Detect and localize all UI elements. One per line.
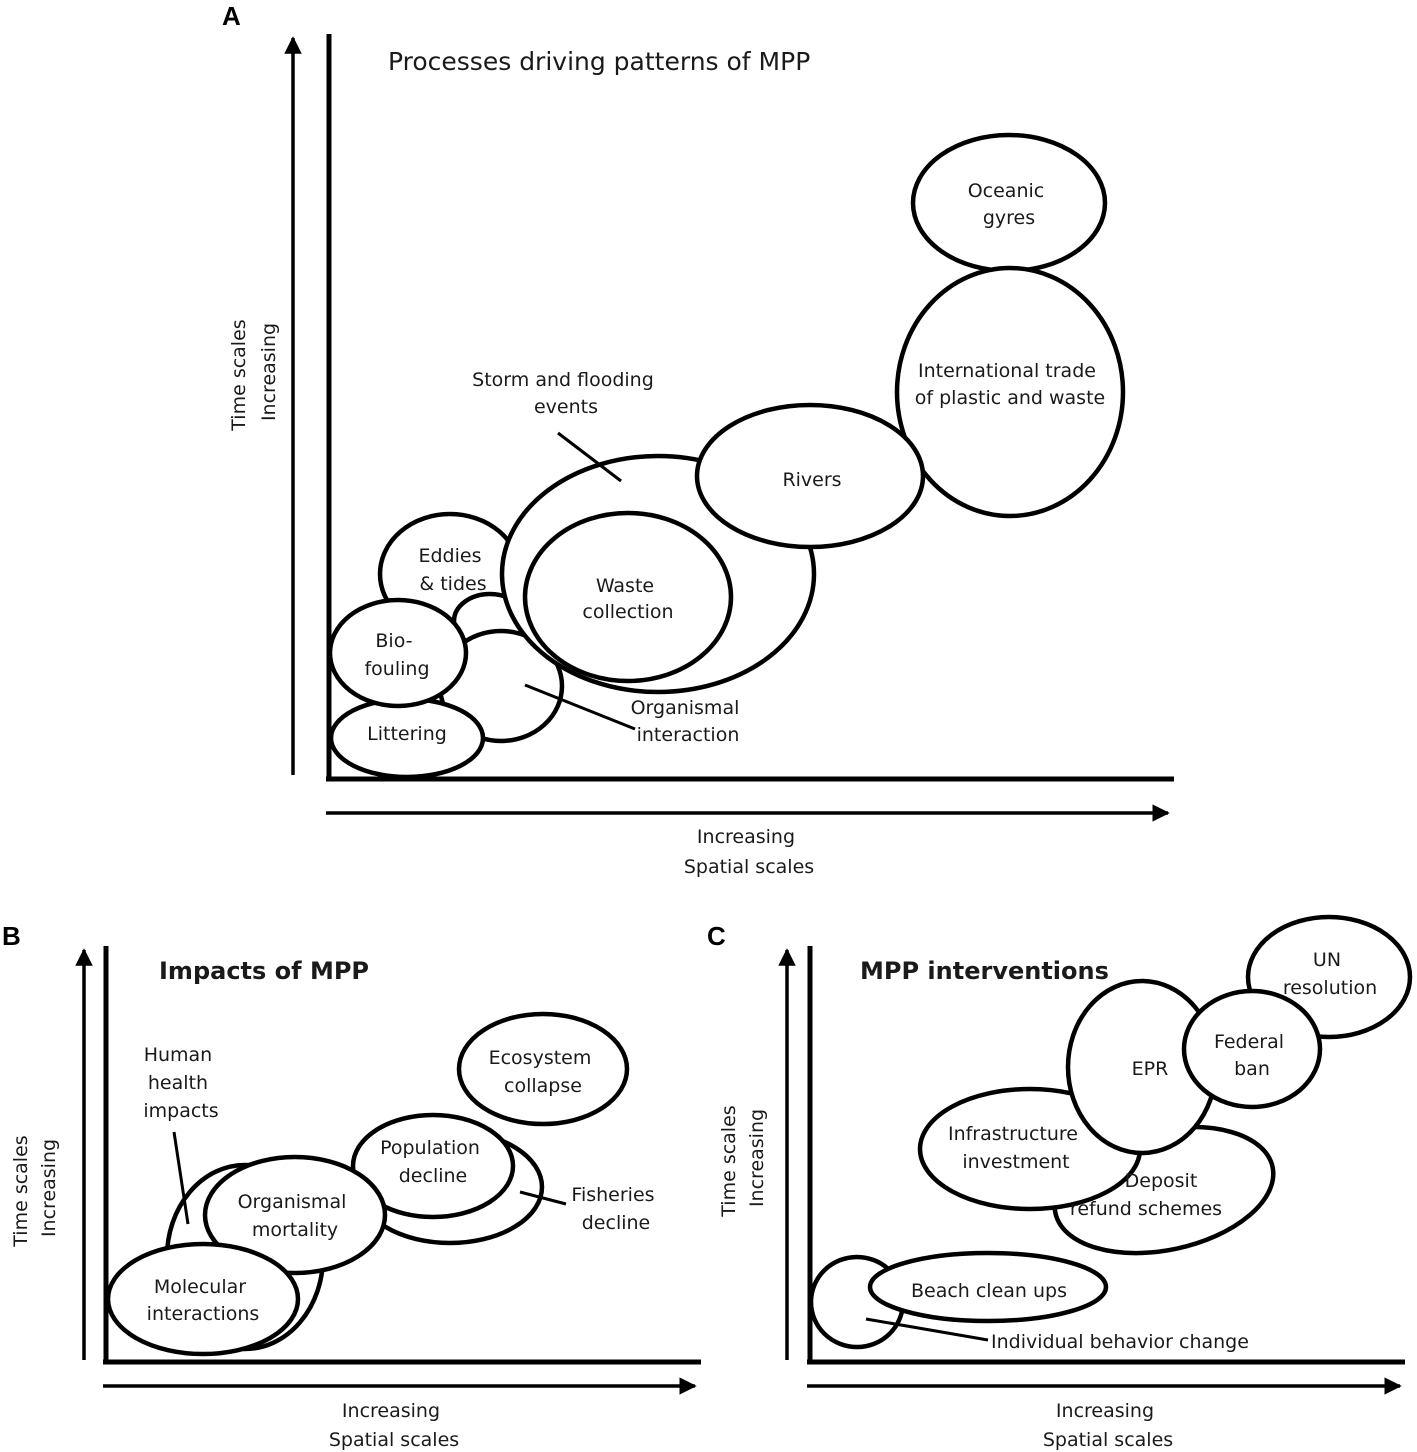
organismal-interaction-leader [524,683,636,731]
waste-collection-ellipse [522,510,734,684]
storm-flooding-leader [557,431,622,483]
rivers-ellipse [694,402,926,550]
panel-a-x-axis-label: Increasing Spatial scales [684,826,814,878]
panel-c: C MPP interventions Increasing Spatial s… [707,914,1413,1451]
population-decline-ellipse [350,1112,516,1220]
panel-b-letter: B [2,921,21,951]
panel-c-letter: C [707,921,726,951]
panel-c-y-axis-label: Time scales Increasing [718,1099,768,1217]
oceanic-gyres-label: Oceanic gyres [968,180,1051,229]
international-trade-ellipse [894,265,1126,519]
infrastructure-label: Infrastructure investment [948,1123,1084,1173]
ecosystem-collapse-ellipse [456,1011,630,1127]
fisheries-decline-label: Fisheries decline [571,1184,660,1234]
waste-collection-label: Waste collection [582,575,673,623]
un-resolution-label: UN resolution [1283,949,1377,999]
individual-behavior-leader [865,1317,989,1342]
epr-label: EPR [1132,1058,1169,1080]
human-health-leader [172,1131,190,1225]
oceanic-gyres-ellipse [910,132,1108,274]
federal-ban-label: Federal ban [1214,1031,1290,1080]
beach-cleanups-label: Beach clean ups [911,1280,1067,1302]
federal-ban-ellipse [1181,988,1323,1110]
panel-b: B Impacts of MPP Increasing Spatial scal… [2,921,701,1451]
human-health-label: Human health impacts [143,1044,218,1122]
molecular-interactions-label: Molecular interactions [147,1276,260,1325]
ecosystem-collapse-label: Ecosystem collapse [489,1047,598,1097]
eddies-tides-label: Eddies & tides [418,545,487,595]
deposit-refund-label: Deposit refund schemes [1070,1170,1222,1220]
panel-b-title: Impacts of MPP [159,957,369,985]
panel-a-letter: A [222,1,241,31]
fisheries-decline-leader [519,1190,567,1206]
organismal-mortality-ellipse [202,1154,388,1276]
littering-label: Littering [367,723,447,745]
rivers-label: Rivers [782,469,841,491]
population-decline-label: Population decline [380,1137,486,1187]
molecular-interactions-ellipse [105,1241,301,1357]
panel-c-x-axis-label: Increasing Spatial scales [1043,1400,1173,1451]
organismal-interaction-label: Organismal interaction [631,697,746,746]
panel-a-y-axis-label: Time scales Increasing [228,313,280,431]
storm-flooding-label: Storm and flooding events [472,369,660,418]
biofouling-label: Bio- fouling [364,630,429,680]
panel-b-x-axis-label: Increasing Spatial scales [329,1400,459,1451]
panel-c-title: MPP interventions [860,957,1109,985]
panel-a: A Processes driving patterns of MPP Incr… [222,1,1174,878]
panel-a-title: Processes driving patterns of MPP [388,47,810,76]
beach-cleanups-ellipse [867,1250,1109,1324]
individual-behavior-label: Individual behavior change [991,1331,1249,1353]
organismal-mortality-label: Organismal mortality [238,1191,353,1241]
panel-b-y-axis-label: Time scales Increasing [10,1129,60,1247]
biofouling-ellipse [327,597,469,709]
international-trade-label: International trade of plastic and waste [915,360,1105,409]
